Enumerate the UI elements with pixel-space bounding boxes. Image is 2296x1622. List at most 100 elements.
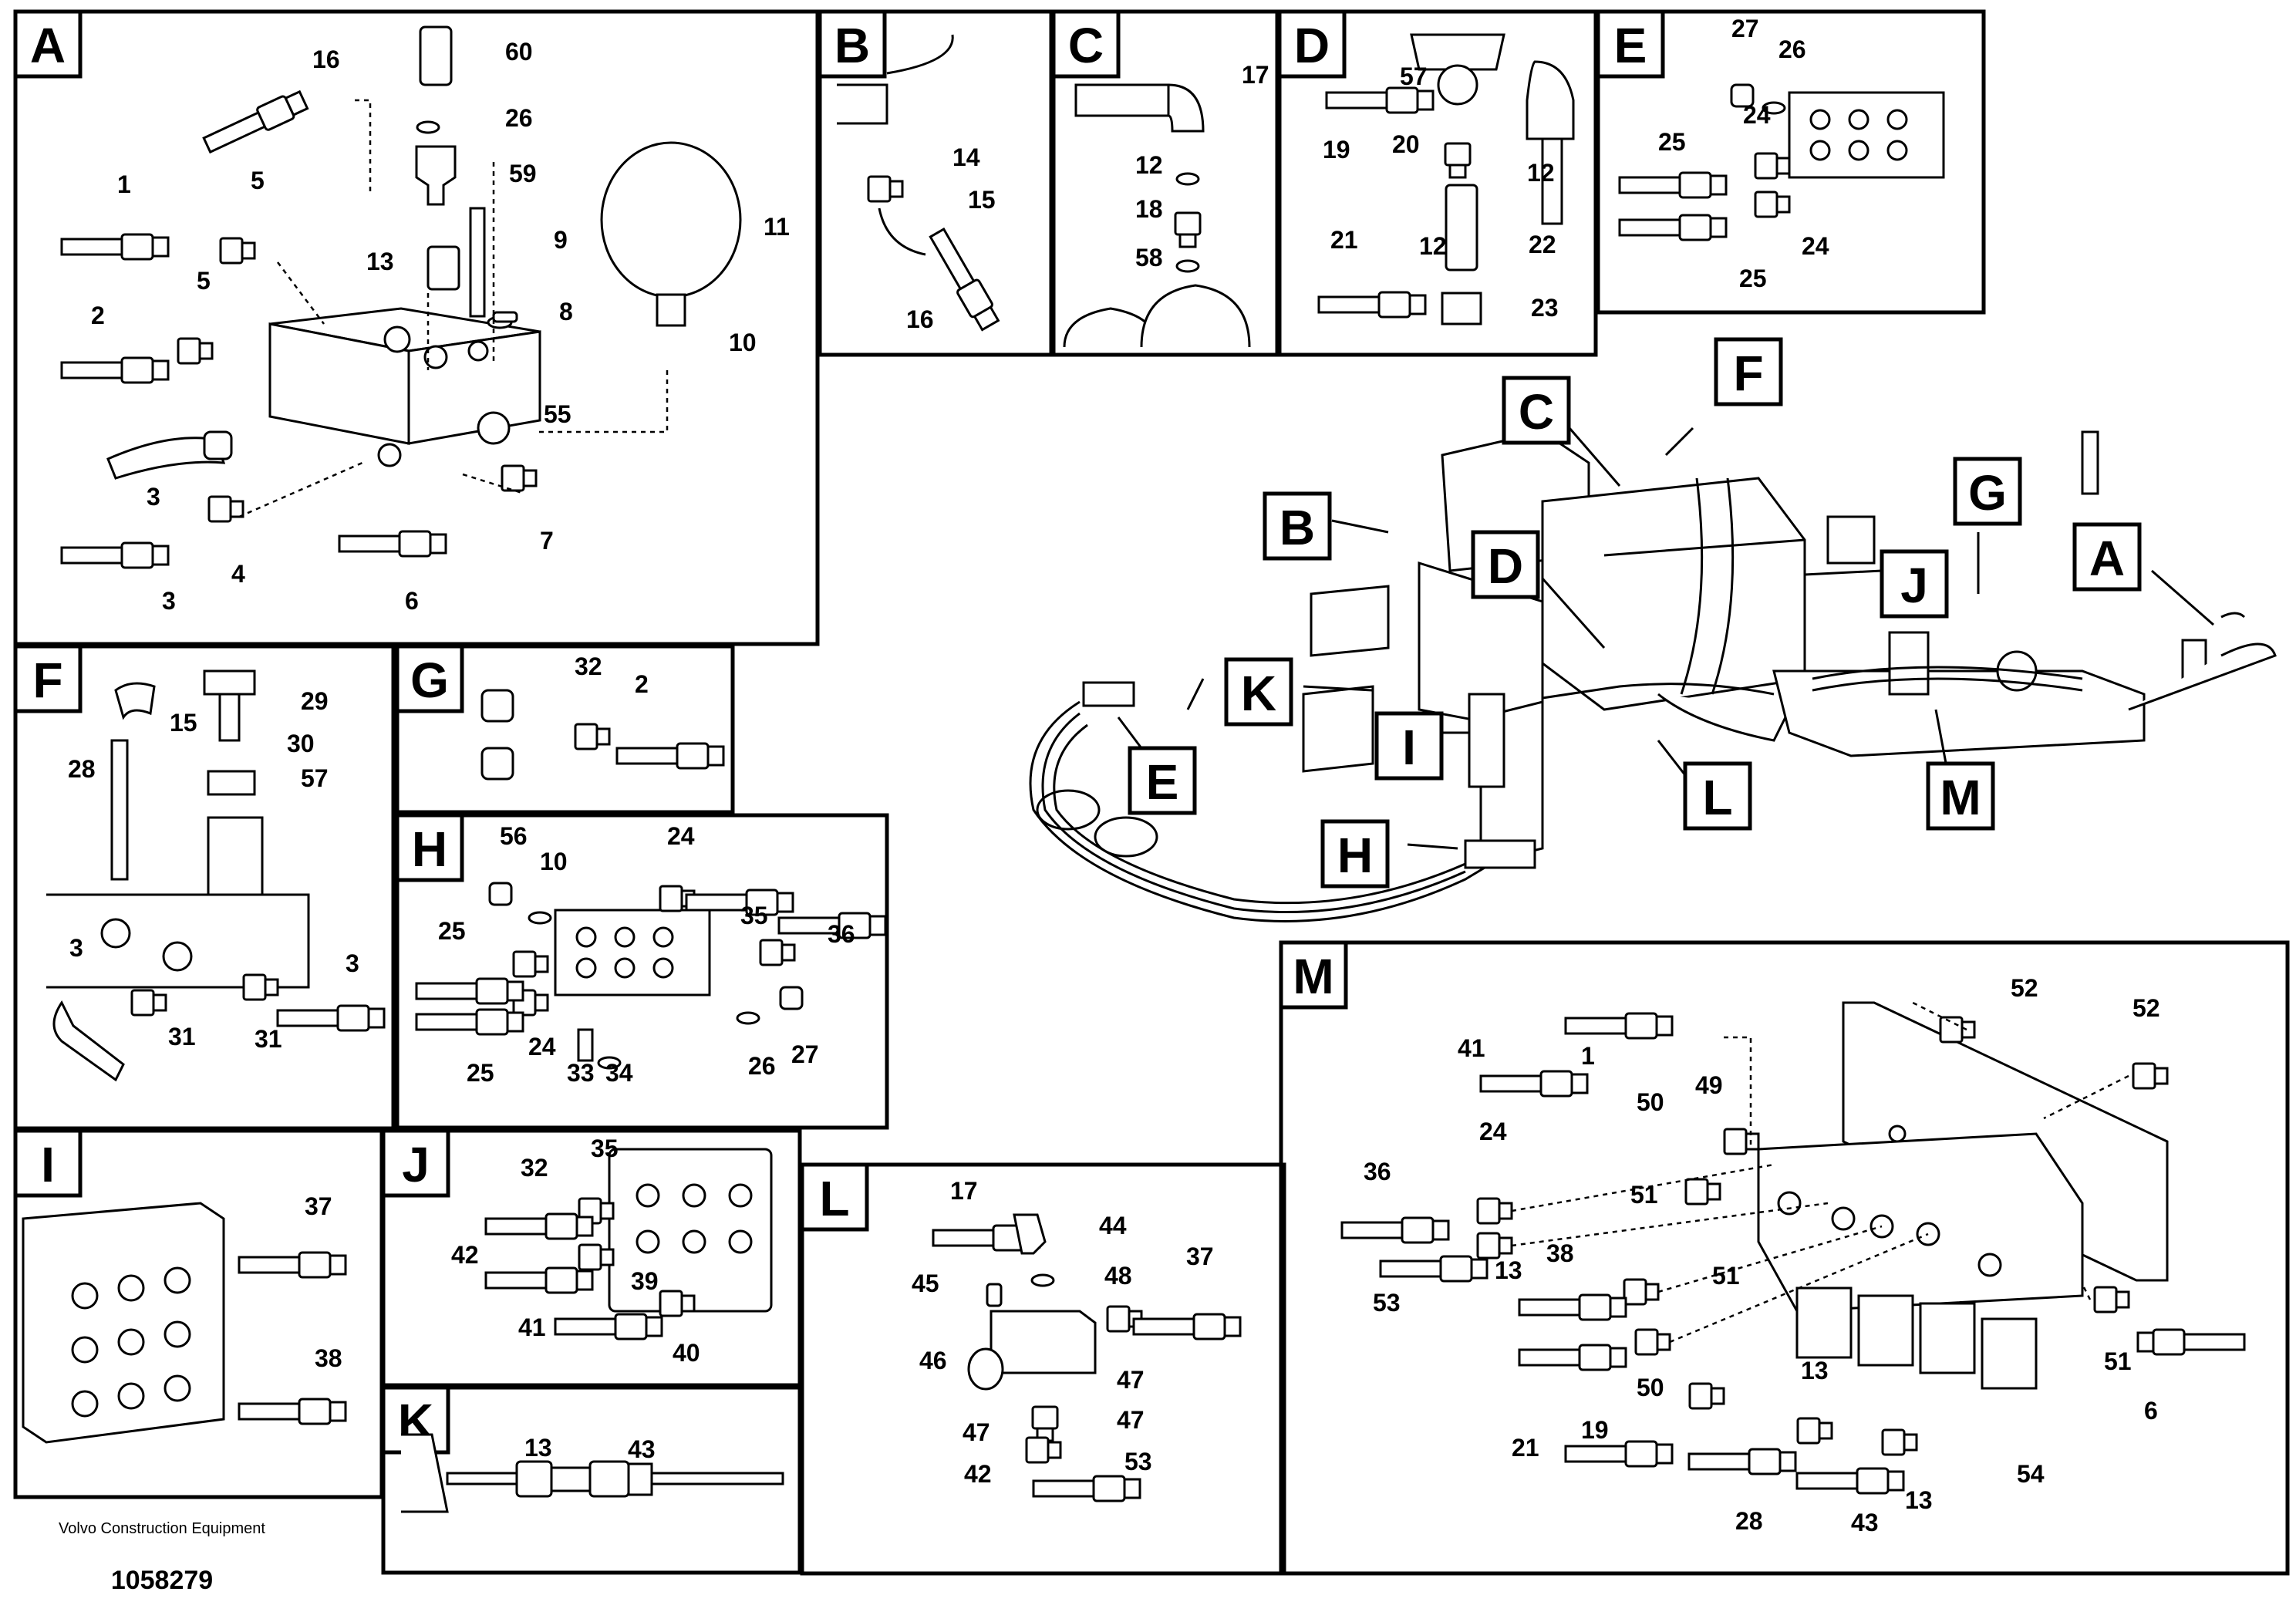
part-label-l-46: 46: [919, 1347, 947, 1374]
part-label-m-6: 6: [2144, 1397, 2158, 1425]
panel-e-frame: [1596, 9, 1986, 315]
part-label-j-40: 40: [673, 1339, 700, 1367]
panel-tag-b: B: [818, 9, 887, 79]
part-label-e-27: 27: [1731, 15, 1759, 42]
panel-tag-e: E: [1596, 9, 1665, 79]
part-label-g-32: 32: [575, 653, 602, 680]
part-label-a-59: 59: [509, 160, 537, 187]
panel-tag-letter: C: [1068, 18, 1104, 73]
part-label-h-25: 25: [438, 917, 466, 945]
panel-b-drawing: [837, 34, 1003, 333]
overview-callout-d: D: [1471, 530, 1540, 599]
panel-i-drawing: [22, 1202, 347, 1444]
part-label-m-51: 51: [2104, 1347, 2132, 1375]
part-label-a-11: 11: [764, 213, 790, 241]
part-label-a-26: 26: [505, 104, 533, 132]
overview-callout-k: K: [1224, 657, 1293, 727]
panel-tag-letter: B: [834, 18, 870, 73]
part-label-f-30: 30: [287, 730, 315, 757]
part-label-l-37: 37: [1186, 1243, 1214, 1270]
part-label-i-37: 37: [305, 1192, 332, 1220]
overview-callout-letter: G: [1968, 465, 2007, 521]
panel-tag-f: F: [13, 644, 83, 713]
part-label-h-10: 10: [540, 848, 568, 875]
overview-hoses: [1029, 477, 2083, 922]
part-label-a-8: 8: [559, 298, 573, 325]
part-label-l-53: 53: [1124, 1448, 1152, 1475]
panel-tag-l: L: [800, 1162, 869, 1232]
panel-h-frame: [395, 813, 889, 1130]
part-label-h-24: 24: [667, 822, 695, 850]
overview-callout-letter: E: [1146, 754, 1179, 810]
part-label-j-39: 39: [631, 1267, 659, 1295]
panel-tag-h: H: [395, 813, 464, 882]
part-label-d-12: 12: [1527, 159, 1555, 187]
panel-tag-a: A: [13, 9, 83, 79]
overview-callout-i: I: [1374, 711, 1444, 781]
part-label-m-19: 19: [1581, 1416, 1609, 1444]
part-label-m-1: 1: [1581, 1042, 1595, 1070]
panel-tag-j: J: [381, 1128, 450, 1198]
part-label-f-57: 57: [301, 764, 329, 792]
panel-tag-letter: E: [1614, 18, 1647, 73]
panel-tag-letter: M: [1293, 949, 1333, 1004]
part-label-c-12: 12: [1135, 151, 1163, 179]
panel-d-frame: [1277, 9, 1598, 357]
part-label-k-43: 43: [628, 1435, 656, 1463]
overview-callout-letter: J: [1900, 558, 1928, 613]
panel-tag-i: I: [13, 1128, 83, 1198]
part-label-m-50: 50: [1637, 1374, 1664, 1401]
panel-g-drawing: [480, 689, 725, 781]
panel-l-drawing: [932, 1213, 1242, 1502]
part-label-a-5: 5: [197, 267, 211, 295]
panel-a-drawing: [60, 25, 742, 569]
part-label-c-58: 58: [1135, 244, 1163, 271]
overview-callout-b: B: [1263, 491, 1332, 561]
part-label-a-3: 3: [162, 587, 176, 615]
overview-drawing: [1302, 430, 2277, 865]
part-label-m-41: 41: [1458, 1034, 1485, 1062]
part-label-m-52: 52: [2011, 974, 2038, 1002]
overview-callout-l: L: [1683, 761, 1752, 831]
part-label-h-24: 24: [528, 1033, 556, 1061]
overview-callout-f: F: [1714, 337, 1783, 406]
panel-a-frame: [13, 9, 820, 646]
panel-m-leader-lines: [1511, 1001, 2129, 1344]
panel-tag-letter: F: [32, 653, 62, 708]
overview-callout-letter: B: [1279, 500, 1315, 555]
panel-tag-letter: J: [402, 1137, 430, 1192]
part-label-a-5: 5: [251, 167, 265, 194]
panel-f-frame: [13, 644, 396, 1131]
overview-callout-letter: D: [1488, 538, 1523, 594]
overview-callout-letter: L: [1702, 770, 1732, 825]
overview-small-blocks: [1082, 681, 1536, 869]
part-label-h-27: 27: [791, 1040, 819, 1068]
part-label-e-24: 24: [1802, 232, 1829, 260]
panel-j-frame: [381, 1128, 802, 1388]
part-label-f-29: 29: [301, 687, 329, 715]
part-label-m-53: 53: [1373, 1289, 1401, 1317]
panel-tag-c: C: [1051, 9, 1121, 79]
part-label-h-25: 25: [467, 1059, 494, 1087]
panel-g-frame: [395, 644, 735, 814]
part-label-e-25: 25: [1658, 128, 1686, 156]
part-label-d-12: 12: [1419, 232, 1447, 260]
part-label-a-16: 16: [312, 46, 340, 73]
panel-f-drawing: [46, 669, 386, 1082]
document-number: 1058279: [110, 1566, 214, 1595]
part-label-d-20: 20: [1392, 130, 1420, 158]
part-label-f-31: 31: [168, 1023, 196, 1050]
part-label-j-35: 35: [591, 1135, 619, 1162]
part-label-d-21: 21: [1330, 226, 1358, 254]
part-label-b-16: 16: [906, 305, 934, 333]
part-label-c-17: 17: [1242, 61, 1269, 89]
part-label-m-43: 43: [1851, 1509, 1879, 1536]
part-label-h-36: 36: [828, 920, 855, 948]
part-label-m-28: 28: [1735, 1507, 1763, 1535]
part-label-a-6: 6: [405, 587, 419, 615]
panel-k-drawing: [401, 1433, 784, 1513]
part-label-a-1: 1: [117, 170, 131, 198]
